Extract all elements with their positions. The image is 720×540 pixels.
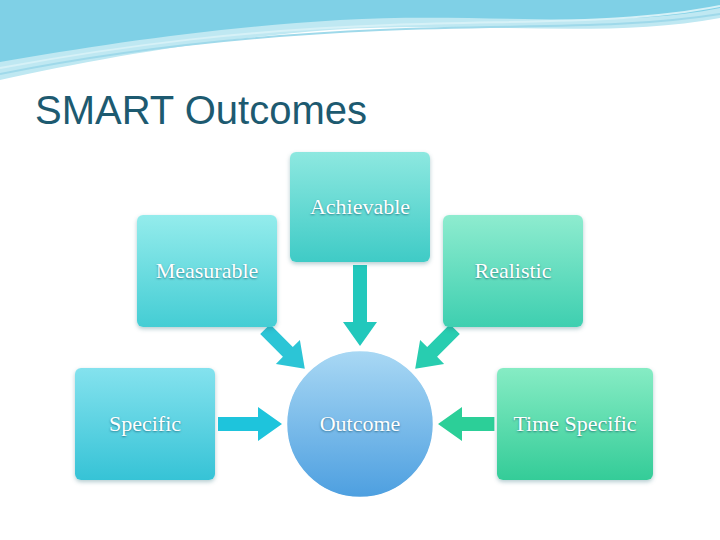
criterion-box: Achievable <box>290 152 430 262</box>
node-label: Measurable <box>148 258 267 283</box>
slide-title: SMART Outcomes <box>35 88 367 133</box>
text-stack: Achievable <box>302 194 418 219</box>
node-label: Achievable <box>302 194 418 219</box>
node-label: Outcome <box>312 411 409 436</box>
criterion-box: Realistic <box>443 215 583 327</box>
circle-fill <box>287 351 434 498</box>
text-stack: Time Specific <box>505 411 644 436</box>
text-stack: Realistic <box>467 258 560 283</box>
text-stack: Outcome <box>312 411 409 436</box>
node-label: Specific <box>101 411 189 436</box>
text-stack: Specific <box>101 411 189 436</box>
block-arrow <box>343 265 377 346</box>
node-label: Time Specific <box>505 411 644 436</box>
wave-band <box>0 0 720 80</box>
block-arrow <box>415 324 460 369</box>
criterion-box: Time Specific <box>497 368 652 480</box>
block-arrow <box>260 324 305 369</box>
criterion-box: Measurable <box>137 215 277 327</box>
block-arrow <box>218 407 282 441</box>
header-wave <box>0 0 720 100</box>
block-arrow <box>438 407 494 441</box>
text-stack: Measurable <box>148 258 267 283</box>
node-label: Realistic <box>467 258 560 283</box>
criterion-box: Specific <box>75 368 215 480</box>
wave-line <box>0 6 720 68</box>
outcome-circle: Outcome <box>285 349 435 499</box>
wave-line <box>0 14 720 74</box>
